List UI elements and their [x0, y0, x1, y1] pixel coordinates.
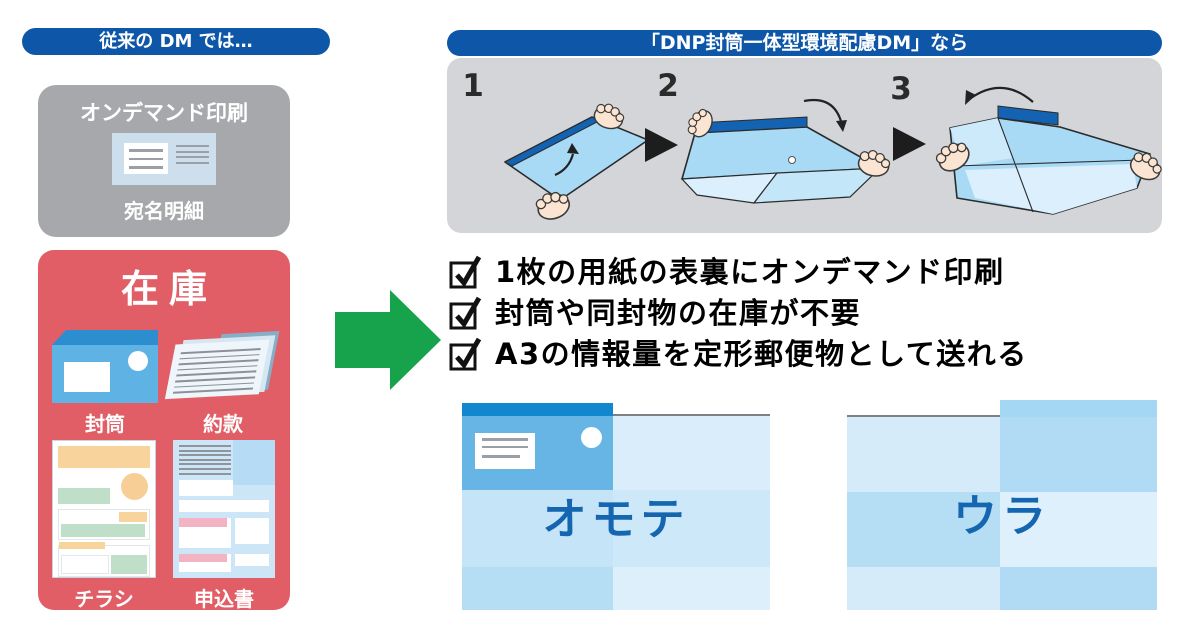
address-window — [124, 143, 168, 174]
checklist-item: 1枚の用紙の表裏にオンデマンド印刷 — [448, 249, 1068, 290]
stock-item-terms-label: 約款 — [203, 412, 243, 436]
benefits-checklist: 1枚の用紙の表裏にオンデマンド印刷 封筒や同封物の在庫が不要 A3の情報量を定形… — [448, 249, 1068, 372]
checkbox-checked-icon — [449, 296, 482, 329]
checklist-item-text: 封筒や同封物の在庫が不要 — [495, 295, 862, 330]
stock-item-form-label: 申込書 — [194, 587, 254, 611]
flyer-icon — [52, 440, 156, 578]
envelope-flap — [52, 330, 158, 345]
back-label: ウラ — [953, 491, 1051, 542]
fold-step-1-illustration — [503, 100, 649, 224]
fold-step-number-2: 2 — [657, 68, 679, 104]
stock-item-flyer-label: チラシ — [74, 587, 134, 611]
checkbox-checked-icon — [449, 255, 482, 288]
ondemand-print-title: オンデマンド印刷 — [80, 101, 248, 125]
fold-step-2-illustration — [680, 98, 893, 204]
envelope-window — [64, 362, 110, 392]
address-sheet-icon — [112, 133, 216, 185]
fold-step-number-1: 1 — [462, 68, 484, 104]
stock-title: 在庫 — [120, 267, 217, 311]
front-address-window — [475, 433, 535, 469]
stock-item-envelope-label: 封筒 — [85, 412, 125, 436]
front-edge-line — [613, 414, 770, 416]
address-lines — [176, 145, 209, 167]
back-top-tab — [1000, 400, 1157, 417]
folding-steps-art — [503, 86, 1166, 224]
checkbox-checked-icon — [449, 337, 482, 370]
ondemand-print-box: オンデマンド印刷 宛名明細 — [38, 85, 290, 237]
fold-step-number-3: 3 — [890, 71, 912, 107]
envelope-stamp — [128, 351, 148, 371]
arrow-right-icon — [335, 290, 441, 390]
terms-stack-icon — [164, 331, 280, 403]
stock-box: 在庫 封筒 約款 チラシ 申込書 — [38, 250, 290, 611]
folding-steps-panel — [447, 58, 1166, 233]
front-label: オモテ — [542, 494, 690, 545]
application-form-icon — [173, 440, 275, 578]
checklist-item: 封筒や同封物の在庫が不要 — [448, 290, 1068, 331]
sheet-back-figure: ウラ — [847, 400, 1157, 610]
back-edge-line — [847, 415, 1000, 417]
triangle-arrow-icon — [893, 127, 926, 161]
checklist-item-text: 1枚の用紙の表裏にオンデマンド印刷 — [495, 254, 1005, 289]
checklist-item: A3の情報量を定形郵便物として送れる — [448, 331, 1068, 372]
sheet-front-figure: オモテ — [462, 403, 770, 610]
front-top-strip — [462, 403, 613, 416]
conventional-dm-header: 従来の DM では… — [22, 28, 330, 55]
dnp-dm-header: 「DNP封筒一体型環境配慮DM」なら — [447, 30, 1162, 56]
front-stamp-icon — [581, 427, 602, 448]
checklist-item-text: A3の情報量を定形郵便物として送れる — [495, 336, 1028, 371]
envelope-icon — [52, 330, 158, 403]
triangle-arrow-icon — [645, 128, 678, 162]
fold-step-3-illustration — [931, 86, 1166, 215]
address-detail-caption: 宛名明細 — [124, 199, 204, 223]
